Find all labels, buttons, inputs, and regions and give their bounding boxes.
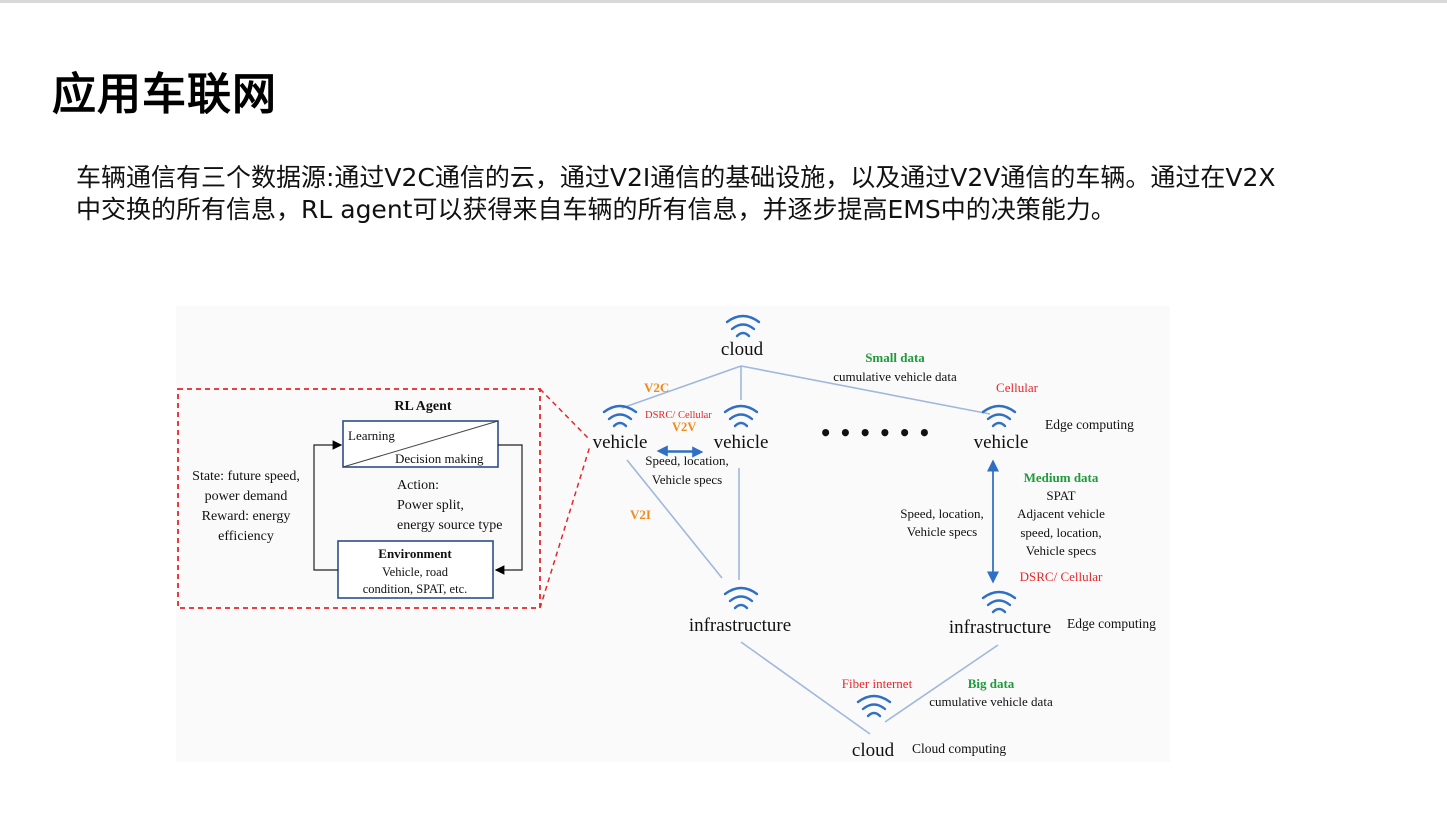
action-arrow xyxy=(494,444,523,575)
wifi-icon xyxy=(981,404,1017,428)
v2i-label: V2I xyxy=(630,507,651,522)
learning-label: Learning xyxy=(348,428,395,443)
vehicle-mid-label: vehicle xyxy=(714,432,769,453)
learning-decision-divider xyxy=(342,420,499,468)
action-line-1: Action: xyxy=(397,478,439,493)
network-links xyxy=(621,365,999,735)
wifi-icon xyxy=(856,694,892,718)
wifi-icon xyxy=(602,404,638,428)
cloud-top-label: cloud xyxy=(721,339,764,360)
v2v-label: V2V xyxy=(672,420,696,434)
v2c-label: V2C xyxy=(644,380,669,395)
decision-making-label: Decision making xyxy=(395,451,484,466)
medium-data-label: Medium data xyxy=(1024,470,1099,485)
top-border xyxy=(0,0,1447,3)
medium-line-2: Adjacent vehicle xyxy=(1017,506,1105,521)
v2i-payload-line-2: Vehicle specs xyxy=(907,524,977,539)
reward-line-1: Reward: energy xyxy=(202,509,291,524)
big-data-label: Big data xyxy=(968,676,1015,691)
medium-line-4: Vehicle specs xyxy=(1026,543,1096,558)
environment-line-2: condition, SPAT, etc. xyxy=(363,582,468,596)
state-feedback-arrow xyxy=(313,440,343,571)
v2v-payload-line-2: Vehicle specs xyxy=(652,472,722,487)
dsrc-cellular-top-label: DSRC/ Cellular xyxy=(645,410,712,421)
cumulative-data-bottom-label: cumulative vehicle data xyxy=(929,694,1053,709)
slide-body-text: 车辆通信有三个数据源:通过V2C通信的云，通过V2I通信的基础设施，以及通过V2… xyxy=(76,163,1276,224)
figure-background xyxy=(176,306,1170,762)
medium-line-3: speed, location, xyxy=(1020,525,1101,540)
wifi-icon xyxy=(981,590,1017,614)
wifi-icon xyxy=(723,404,759,428)
fiber-internet-label: Fiber internet xyxy=(842,676,913,691)
environment-title: Environment xyxy=(378,546,452,561)
cellular-label: Cellular xyxy=(996,380,1039,395)
zoom-connector-top xyxy=(539,388,591,441)
infrastructure-left-label: infrastructure xyxy=(689,615,791,636)
v2i-payload-line-1: Speed, location, xyxy=(900,506,983,521)
edge-computing-top-label: Edge computing xyxy=(1045,417,1134,432)
v2v-payload-line-1: Speed, location, xyxy=(645,453,728,468)
state-line-1: State: future speed, xyxy=(192,469,300,484)
rl-agent-title: RL Agent xyxy=(394,399,452,414)
action-line-3: energy source type xyxy=(397,518,502,533)
vehicle-right-label: vehicle xyxy=(974,432,1029,453)
edge-computing-bottom-label: Edge computing xyxy=(1067,616,1156,631)
small-data-label: Small data xyxy=(865,350,925,365)
ellipsis-dots: • • • • • • xyxy=(819,421,931,445)
cumulative-data-top-label: cumulative vehicle data xyxy=(833,369,957,384)
wifi-icon xyxy=(725,314,761,338)
infrastructure-right-label: infrastructure xyxy=(949,617,1051,638)
environment-line-1: Vehicle, road xyxy=(382,565,449,579)
action-line-2: Power split, xyxy=(397,498,464,513)
zoom-connector-bottom xyxy=(539,445,591,609)
wifi-icon xyxy=(723,586,759,610)
cloud-computing-label: Cloud computing xyxy=(912,741,1006,756)
slide-title: 应用车联网 xyxy=(52,69,277,120)
medium-line-1: SPAT xyxy=(1046,488,1075,503)
rl-agent-dashed-border xyxy=(177,388,541,609)
cloud-bottom-label: cloud xyxy=(852,740,895,761)
dsrc-cellular-right-label: DSRC/ Cellular xyxy=(1020,569,1103,584)
state-line-2: power demand xyxy=(205,489,288,504)
vehicle-left-label: vehicle xyxy=(593,432,648,453)
reward-line-2: efficiency xyxy=(218,529,274,544)
